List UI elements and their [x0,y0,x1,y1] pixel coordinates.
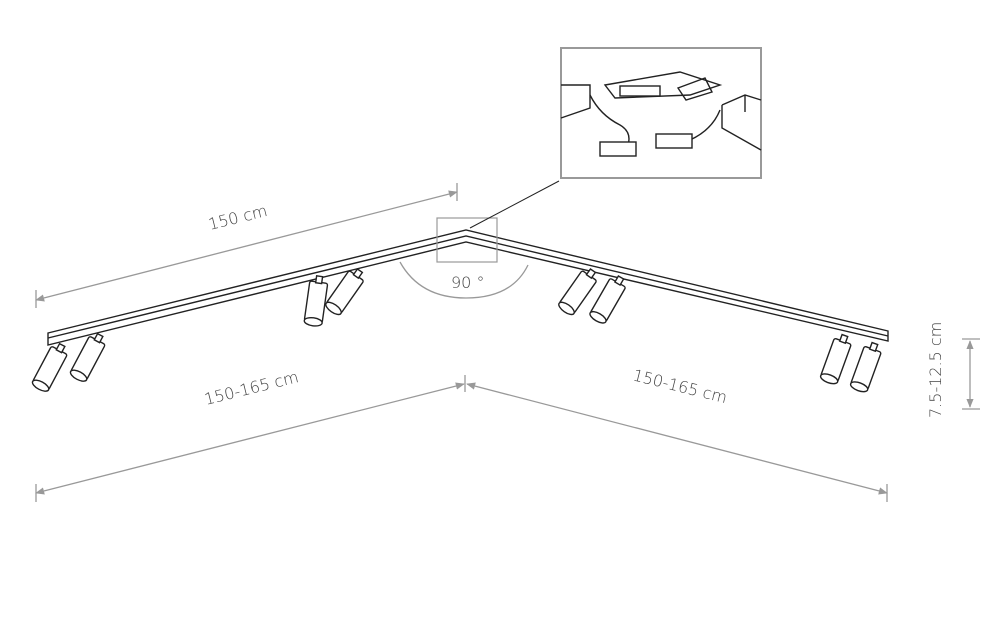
height-label: 7.5-12.5 cm [926,322,945,418]
left-span-label: 150-165 cm [202,367,300,409]
right-span-dimension-line [466,382,888,495]
connector-detail-inset [560,47,762,179]
spotlight [303,274,330,328]
spotlight [848,339,885,395]
left-span-dimension-line [35,382,465,495]
spotlight [30,340,71,395]
angle-label: 90 ° [451,273,484,292]
top-length-label: 150 cm [206,201,269,234]
detail-marker [436,217,498,263]
top-length-dimension-line [35,190,458,302]
right-span-label: 150-165 cm [631,365,729,407]
spotlight [818,331,855,387]
detail-leader-line [469,180,560,229]
ceiling-rail [47,229,889,346]
spotlight [323,264,368,318]
